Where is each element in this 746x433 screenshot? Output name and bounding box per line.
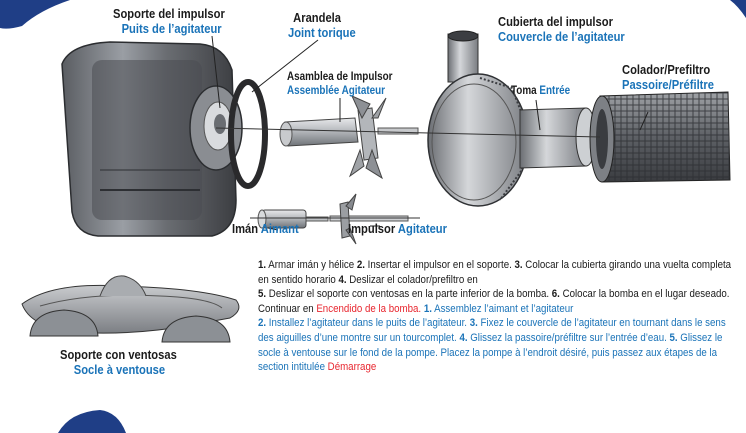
es-step-3-num: 3. <box>514 259 523 271</box>
label-impeller-holder: Soporte del impulsor Puits de l’agitateu… <box>113 6 225 36</box>
corner-badge-top-right <box>730 0 746 18</box>
es-step-1-text: Armar imán y hélice <box>266 259 357 271</box>
fr-step-3-num: 3. <box>469 317 478 330</box>
es-step-4-num: 4. <box>338 273 347 286</box>
fr-step-3-text: Fixez le couvercle de l’agitateur en tou… <box>258 317 726 344</box>
label-magnet-es: Imán <box>232 221 259 236</box>
label-magnet: Imán Aimant <box>232 221 299 236</box>
magnet-part <box>257 209 329 229</box>
impeller-part <box>329 193 409 245</box>
leader-intake <box>535 99 541 131</box>
fr-step-1-text: Assemblez l’aimant et l’agitateur <box>431 302 574 315</box>
label-suction-base-fr: Socle à ventouse <box>73 362 166 377</box>
es-step-2-text: Insertar el impulsor en el soporte. <box>364 259 515 271</box>
label-washer-fr: Joint torique <box>288 25 356 40</box>
es-step-6-text: Colocar la bomba en el lugar deseado. Co… <box>258 288 730 315</box>
impeller-cover-part <box>427 30 597 207</box>
instructions-es: 1. Armar imán y hélice 2. Insertar el im… <box>258 259 731 315</box>
es-link-pump-start[interactable]: Encendido de la bomba. <box>316 302 422 315</box>
fr-step-2-num: 2. <box>258 317 267 330</box>
es-step-5-num: 5. <box>258 288 267 301</box>
label-impeller-cover-fr: Couvercle de l’agitateur <box>498 29 625 44</box>
label-impeller-cover: Cubierta del impulsor Couvercle de l’agi… <box>498 14 625 44</box>
label-strainer-fr: Passoire/Préfiltre <box>622 77 714 92</box>
label-impeller-fr: Agitateur <box>397 221 447 236</box>
label-impeller-holder-fr: Puits de l’agitateur <box>121 21 222 36</box>
label-impeller: Impulsor Agitateur <box>348 221 447 236</box>
label-impeller-assembly-fr: Assemblée Agitateur <box>287 85 386 97</box>
instructions-fr: 1. Assemblez l’aimant et l’agitateur 2. … <box>258 303 726 373</box>
fr-step-5-num: 5. <box>669 331 678 344</box>
label-strainer-es: Colador/Prefiltro <box>622 62 711 77</box>
leader-impeller-holder <box>211 35 221 109</box>
es-step-3-text: Colocar la cubierta girando una vuelta c… <box>258 259 732 286</box>
label-intake-es: Toma <box>511 85 537 97</box>
leader-strainer <box>639 111 649 131</box>
fr-step-5-text: Glissez le socle à ventouse sur le fond … <box>258 331 723 374</box>
label-impeller-assembly-es: Asamblea de Impulsor <box>287 71 393 83</box>
fr-step-1-num: 1. <box>423 302 432 315</box>
corner-badge-top-left <box>0 0 70 29</box>
label-impeller-es: Impulsor <box>348 221 396 236</box>
label-impeller-holder-es: Soporte del impulsor <box>113 6 225 21</box>
label-washer-es: Arandela <box>293 10 342 25</box>
label-washer: Arandela Joint torique <box>288 10 356 40</box>
leader-washer <box>251 39 319 93</box>
label-strainer: Colador/Prefiltro Passoire/Préfiltre <box>622 62 714 92</box>
leader-magnet <box>267 227 279 231</box>
es-step-1-num: 1. <box>258 259 267 271</box>
label-intake: Toma Entrée <box>511 84 570 99</box>
impeller-assembly-part <box>279 95 419 180</box>
label-magnet-fr: Aimant <box>260 221 299 236</box>
label-intake-fr: Entrée <box>539 85 571 97</box>
fr-step-2-text: Installez l’agitateur dans le puits de l… <box>266 317 470 330</box>
pump-motor-body <box>61 41 243 237</box>
label-impeller-cover-es: Cubierta del impulsor <box>498 14 613 29</box>
strainer-part <box>589 91 731 183</box>
fr-step-4-text: Glissez la passoire/préfiltre sur l’entr… <box>467 331 670 344</box>
label-impeller-assembly: Asamblea de Impulsor Assemblée Agitateur <box>287 70 393 98</box>
es-step-6-num: 6. <box>551 288 560 301</box>
es-step-5-text: Deslizar el soporte con ventosas en la p… <box>266 288 552 301</box>
label-suction-base: Soporte con ventosas Socle à ventouse <box>60 347 177 377</box>
corner-badge-bottom <box>58 410 126 433</box>
fr-step-4-num: 4. <box>459 331 468 344</box>
es-step-2-num: 2. <box>356 259 365 271</box>
label-suction-base-es: Soporte con ventosas <box>60 347 177 362</box>
assembly-instructions: 1. Armar imán y hélice 2. Insertar el im… <box>258 258 740 375</box>
es-step-4-text: Deslizar el colador/prefiltro en <box>346 273 478 286</box>
fr-link-demarrage[interactable]: Démarrage <box>327 361 377 374</box>
o-ring <box>228 79 268 189</box>
suction-base-part <box>21 275 240 343</box>
